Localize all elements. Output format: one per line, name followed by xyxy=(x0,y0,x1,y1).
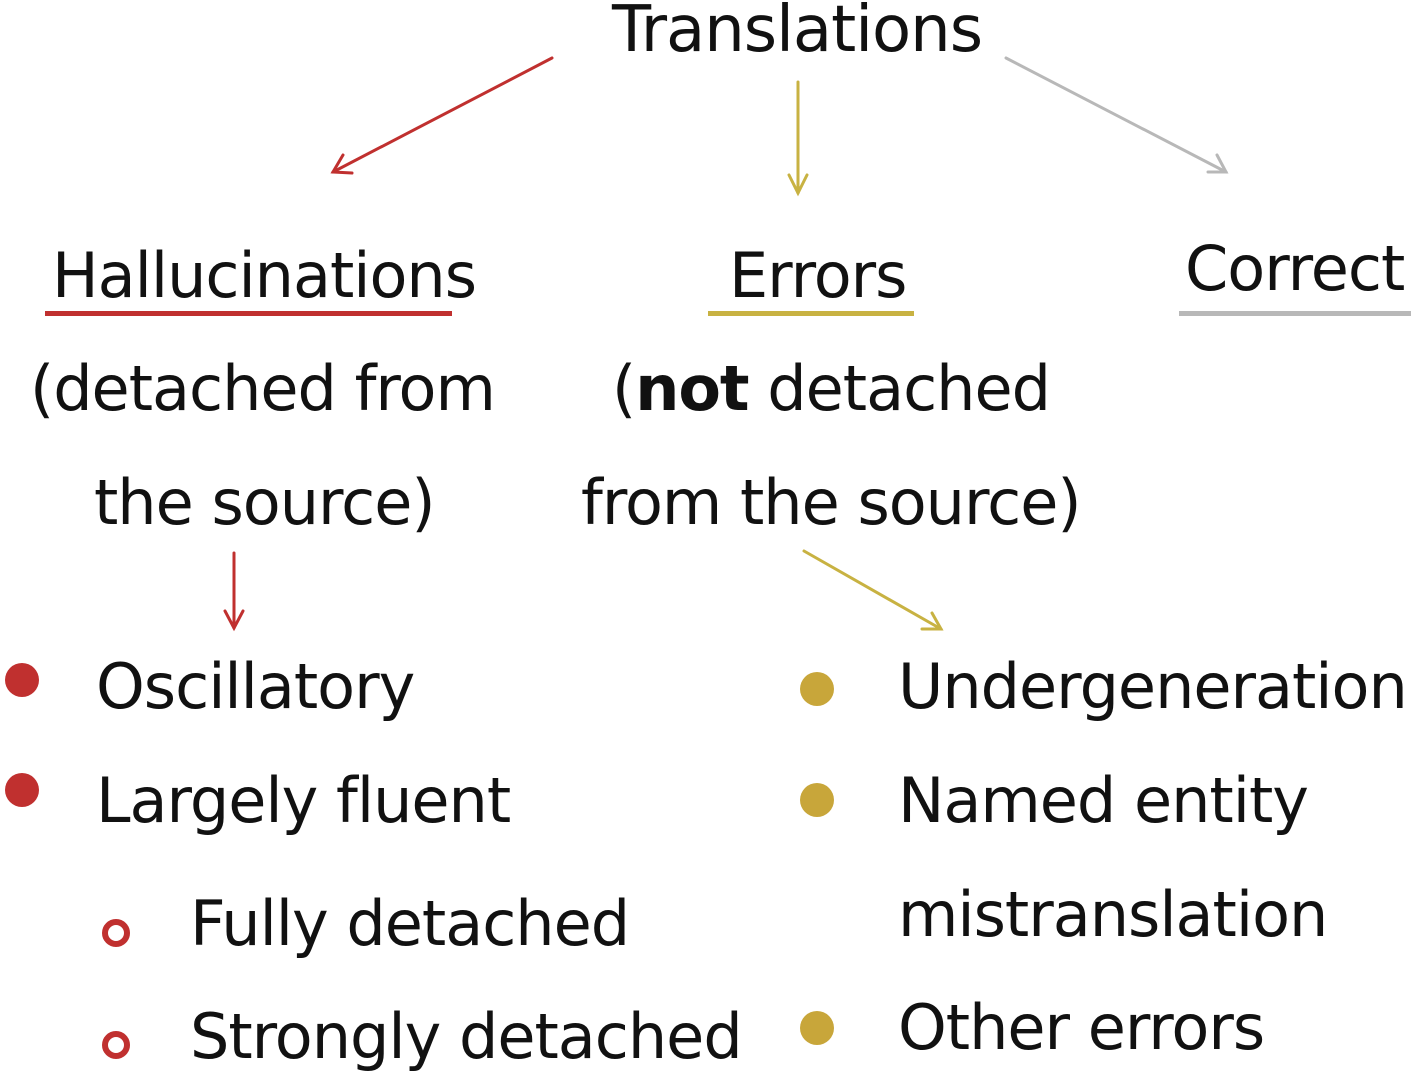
hallucination-subtype-strongly-detached: Strongly detached xyxy=(190,1000,743,1073)
error-type-named-entity-line2: mistranslation xyxy=(898,878,1328,951)
bullet-dot-oscillatory xyxy=(5,663,39,697)
bullet-dot-named-entity xyxy=(800,783,834,817)
arrow-to-errors xyxy=(787,80,809,197)
hallucination-type-oscillatory: Oscillatory xyxy=(96,650,415,723)
error-type-named-entity-line1: Named entity xyxy=(898,764,1309,837)
root-node-translations: Translations xyxy=(612,0,983,67)
errors-description-line2: from the source) xyxy=(581,466,1082,539)
errors-underline xyxy=(708,311,914,316)
hallucinations-description-line1: (detached from xyxy=(30,352,496,425)
hallucination-type-largely-fluent: Largely fluent xyxy=(96,764,511,837)
errors-heading: Errors xyxy=(729,239,907,312)
correct-heading: Correct xyxy=(1185,232,1405,305)
errors-description-line1: (not detached xyxy=(612,358,1051,420)
correct-underline xyxy=(1179,311,1411,316)
bullet-dot-undergeneration xyxy=(800,672,834,706)
errors-description-rest: detached xyxy=(748,352,1051,425)
hallucinations-heading: Hallucinations xyxy=(52,239,477,312)
error-type-other-errors: Other errors xyxy=(898,991,1265,1064)
bullet-dot-largely-fluent xyxy=(5,773,39,807)
arrow-to-correct xyxy=(1004,56,1229,174)
hallucinations-description-line2: the source) xyxy=(94,466,436,539)
hallucinations-underline xyxy=(45,311,452,316)
error-type-undergeneration: Undergeneration xyxy=(898,650,1408,723)
errors-description-open: ( xyxy=(612,352,636,425)
arrow-to-error-types xyxy=(802,549,944,631)
bullet-dot-other-errors xyxy=(800,1011,834,1045)
arrow-to-hallucination-types xyxy=(223,551,245,632)
arrow-to-hallucinations xyxy=(330,56,554,175)
bullet-ring-fully-detached xyxy=(102,919,130,947)
hallucination-subtype-fully-detached: Fully detached xyxy=(190,887,630,960)
errors-description-emphasis: not xyxy=(635,352,749,425)
bullet-ring-strongly-detached xyxy=(102,1031,130,1059)
